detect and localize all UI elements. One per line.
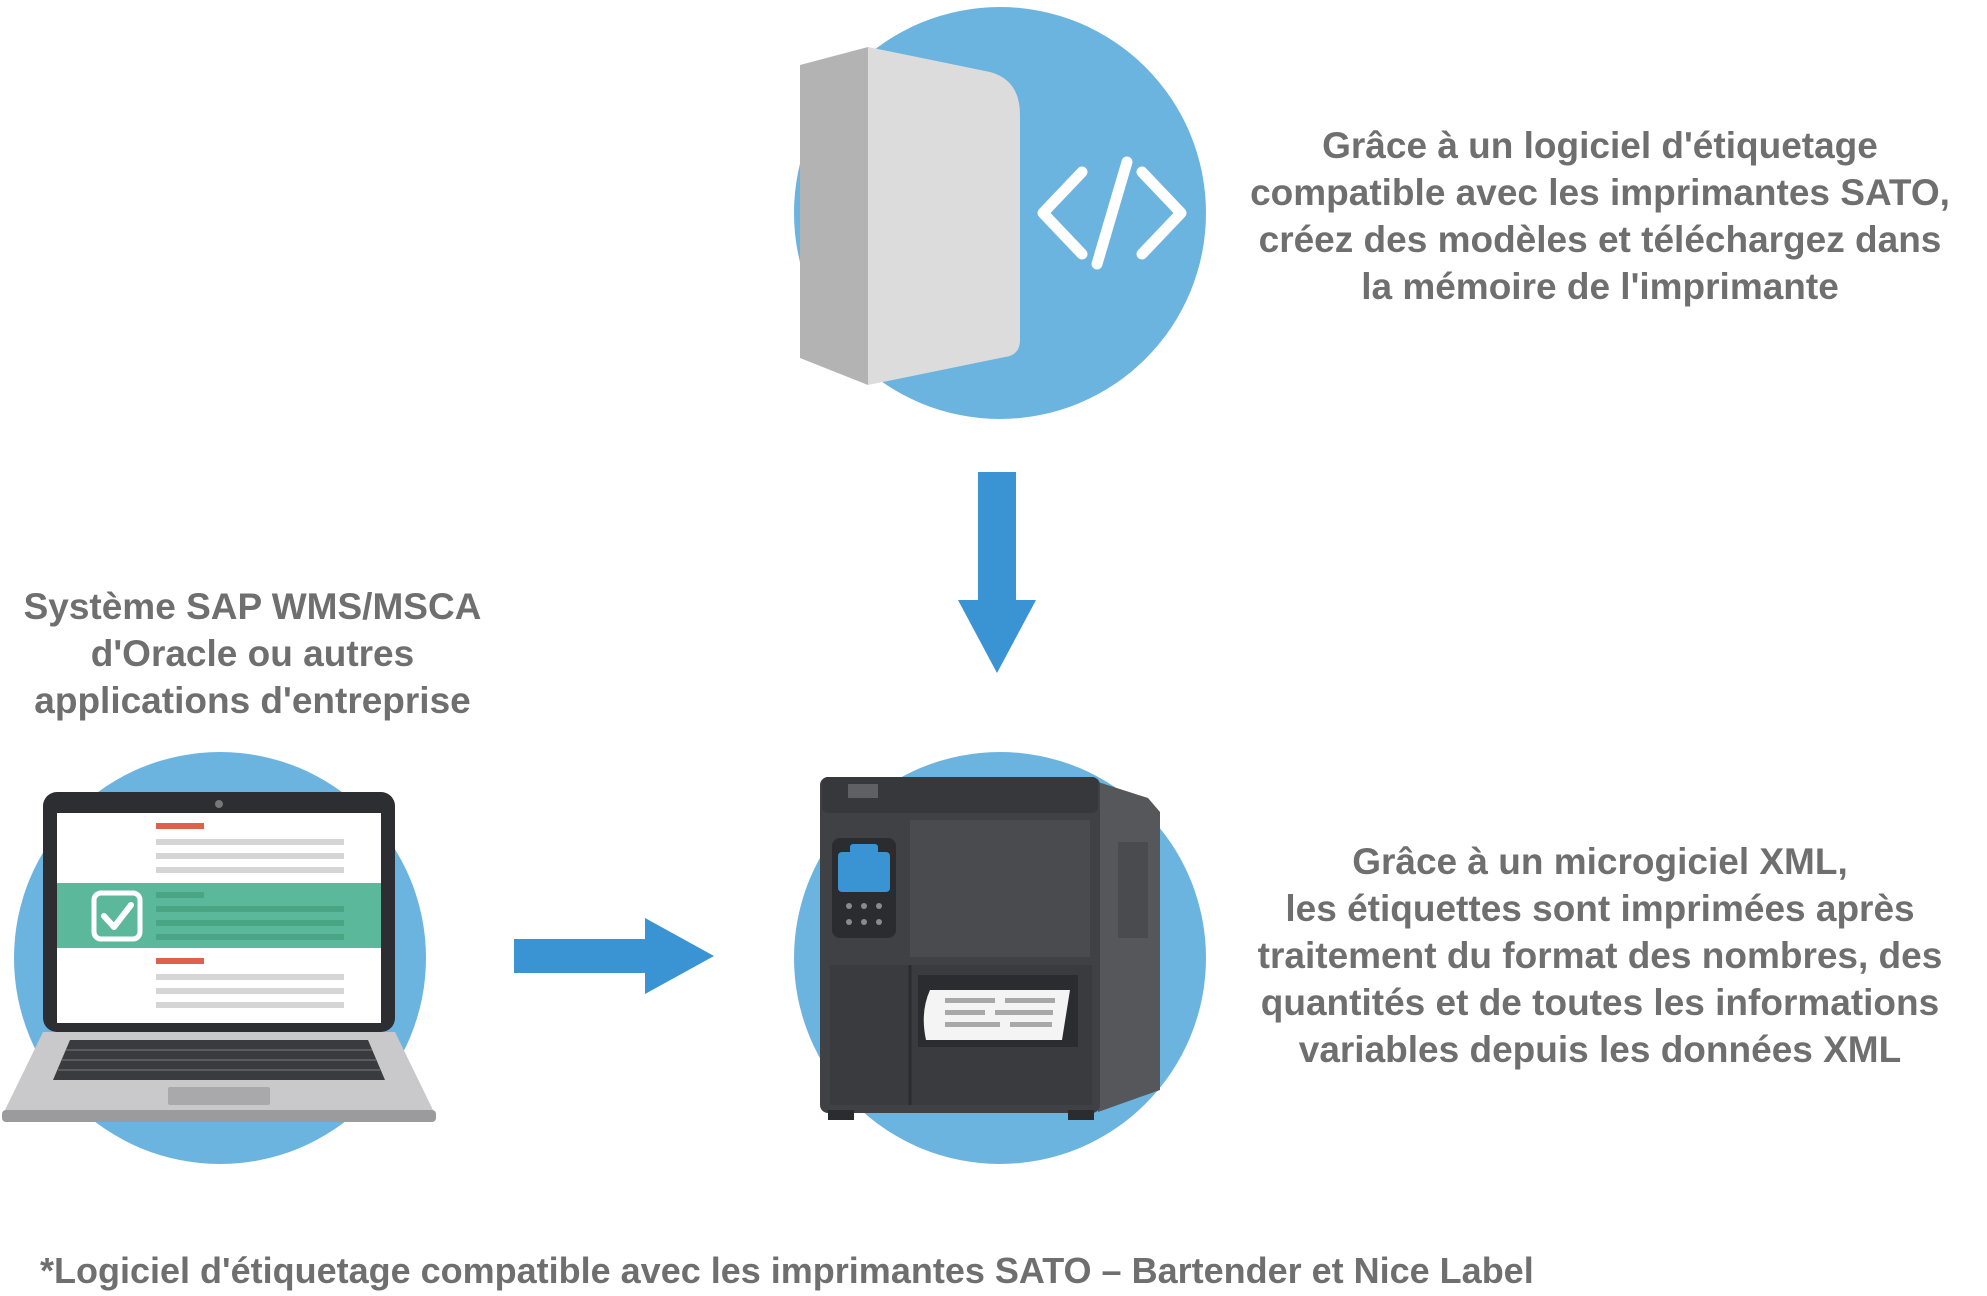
source-system-line: Système SAP WMS/MSCA — [0, 583, 505, 630]
printer-description-line: variables depuis les données XML — [1215, 1026, 1985, 1073]
source-system-line: d'Oracle ou autres — [0, 630, 505, 677]
printer-description-line: quantités et de toutes les informations — [1215, 979, 1985, 1026]
software-description-line: la mémoire de l'imprimante — [1215, 263, 1985, 310]
software-box-code-icon — [794, 7, 1206, 419]
label-printer-icon — [794, 752, 1206, 1164]
software-description: Grâce à un logiciel d'étiquetage compati… — [1215, 122, 1985, 310]
printer-description: Grâce à un microgiciel XML, les étiquett… — [1215, 838, 1985, 1073]
source-system-line: applications d'entreprise — [0, 677, 505, 724]
printer-description-line: Grâce à un microgiciel XML, — [1215, 838, 1985, 885]
printer-description-line: traitement du format des nombres, des — [1215, 932, 1985, 979]
software-description-line: Grâce à un logiciel d'étiquetage — [1215, 122, 1985, 169]
arrow-down-icon — [958, 472, 1036, 673]
printer-description-line: les étiquettes sont imprimées après — [1215, 885, 1985, 932]
arrow-right-icon — [514, 918, 714, 994]
footnote: *Logiciel d'étiquetage compatible avec l… — [40, 1247, 1740, 1294]
laptop-icon — [2, 752, 436, 1164]
source-system-description: Système SAP WMS/MSCA d'Oracle ou autres … — [0, 583, 505, 724]
software-description-line: créez des modèles et téléchargez dans — [1215, 216, 1985, 263]
software-description-line: compatible avec les imprimantes SATO, — [1215, 169, 1985, 216]
